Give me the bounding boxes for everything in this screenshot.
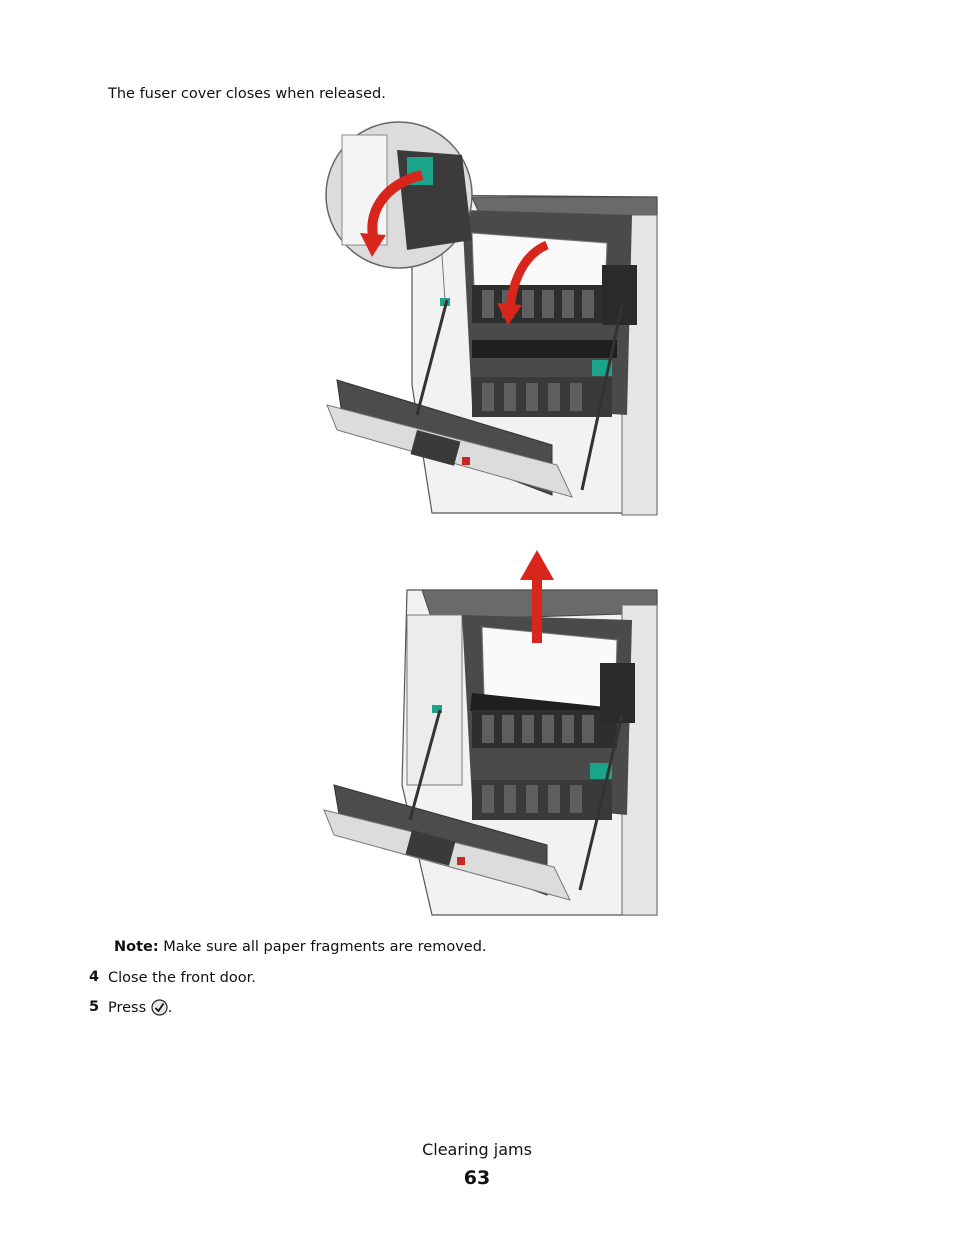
note-text: Make sure all paper fragments are remove… bbox=[163, 939, 487, 955]
step-text: Press . bbox=[108, 999, 172, 1017]
printer-fuser-closing-illustration bbox=[325, 121, 658, 516]
checkmark-button-icon bbox=[151, 999, 168, 1016]
printer-fuser-open-illustration bbox=[323, 550, 658, 916]
step-text-before: Press bbox=[108, 1000, 147, 1016]
note-paragraph: Note: Make sure all paper fragments are … bbox=[114, 938, 487, 956]
step-number: 4 bbox=[89, 969, 100, 985]
step-number: 5 bbox=[89, 999, 100, 1015]
step-text: Close the front door. bbox=[108, 970, 256, 986]
note-label: Note: bbox=[114, 939, 159, 955]
step-text-after: . bbox=[167, 1000, 173, 1016]
footer-section-title: Clearing jams bbox=[422, 1140, 532, 1159]
footer-page-number: 63 bbox=[463, 1167, 491, 1189]
intro-text: The fuser cover closes when released. bbox=[108, 86, 386, 102]
